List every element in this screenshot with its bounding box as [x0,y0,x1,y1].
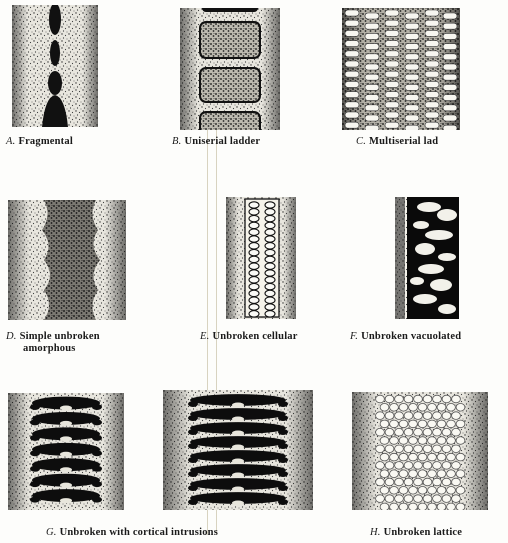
caption-label: Unbroken lattice [384,527,463,538]
panel-h-unbroken-lattice [352,392,488,510]
caption-a: A.Fragmental [6,136,73,148]
caption-label: amorphous [23,343,76,354]
caption-letter: G. [46,527,57,538]
panel-g-right [163,390,313,510]
panel-a-fragmental [12,5,98,127]
caption-letter: H. [370,527,381,538]
panel-c-multiserial-ladder [342,8,460,130]
caption-c: C.Multiserial lad [356,136,438,148]
caption-d: D.Simple unbroken [6,331,100,343]
caption-label: Fragmental [18,136,73,147]
caption-letter: E. [200,331,209,342]
caption-h: H.Unbroken lattice [370,527,462,539]
caption-label: Simple unbroken [20,331,100,342]
panel-g-left [8,393,124,510]
caption-letter: B. [172,136,181,147]
caption-letter: F. [350,331,358,342]
caption-g: G.Unbroken with cortical intrusions [46,527,218,539]
caption-letter: A. [6,136,15,147]
caption-d-line2: amorphous [23,343,76,355]
caption-label: Unbroken vacuolated [361,331,461,342]
caption-label: Uniserial ladder [184,136,260,147]
caption-label: Multiserial lad [369,136,438,147]
panel-e-unbroken-cellular [226,197,296,319]
caption-b: B.Uniserial ladder [172,136,260,148]
caption-letter: C. [356,136,366,147]
panel-b-uniserial-ladder [180,8,280,130]
caption-letter: D. [6,331,17,342]
caption-label: Unbroken cellular [212,331,297,342]
panel-f-unbroken-vacuolated [395,197,459,319]
caption-label: Unbroken with cortical intrusions [60,527,218,538]
caption-e: E.Unbroken cellular [200,331,298,343]
panel-d-simple-unbroken-amorphous [8,200,126,320]
caption-f: F.Unbroken vacuolated [350,331,461,343]
